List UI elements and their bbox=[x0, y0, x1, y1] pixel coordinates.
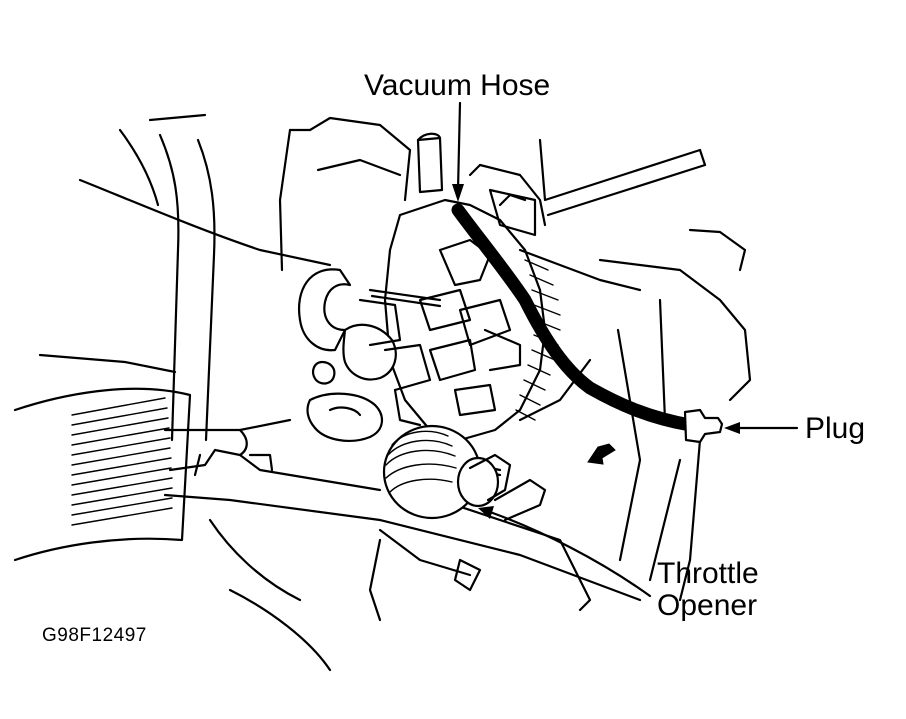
vacuum-hose-label: Vacuum Hose bbox=[364, 69, 551, 102]
figure-code: G98F12497 bbox=[42, 625, 147, 646]
throttle-opener-part bbox=[382, 424, 547, 522]
throttle-opener-label: Throttle Opener bbox=[657, 558, 759, 622]
leader-arrow-icon bbox=[452, 101, 799, 598]
linkage-cam bbox=[297, 268, 432, 442]
radiator bbox=[13, 387, 192, 562]
plug-label: Plug bbox=[805, 412, 866, 445]
throttle-opener-label-line2: Opener bbox=[657, 589, 758, 622]
throttle-opener-label-line1: Throttle bbox=[657, 557, 759, 590]
background-structure bbox=[38, 116, 752, 602]
direction-arrow-icon bbox=[587, 443, 616, 465]
left-pipe bbox=[148, 113, 216, 442]
vacuum-hose-part bbox=[451, 203, 724, 444]
lower-brackets bbox=[163, 418, 642, 672]
throttle-body bbox=[383, 132, 547, 442]
